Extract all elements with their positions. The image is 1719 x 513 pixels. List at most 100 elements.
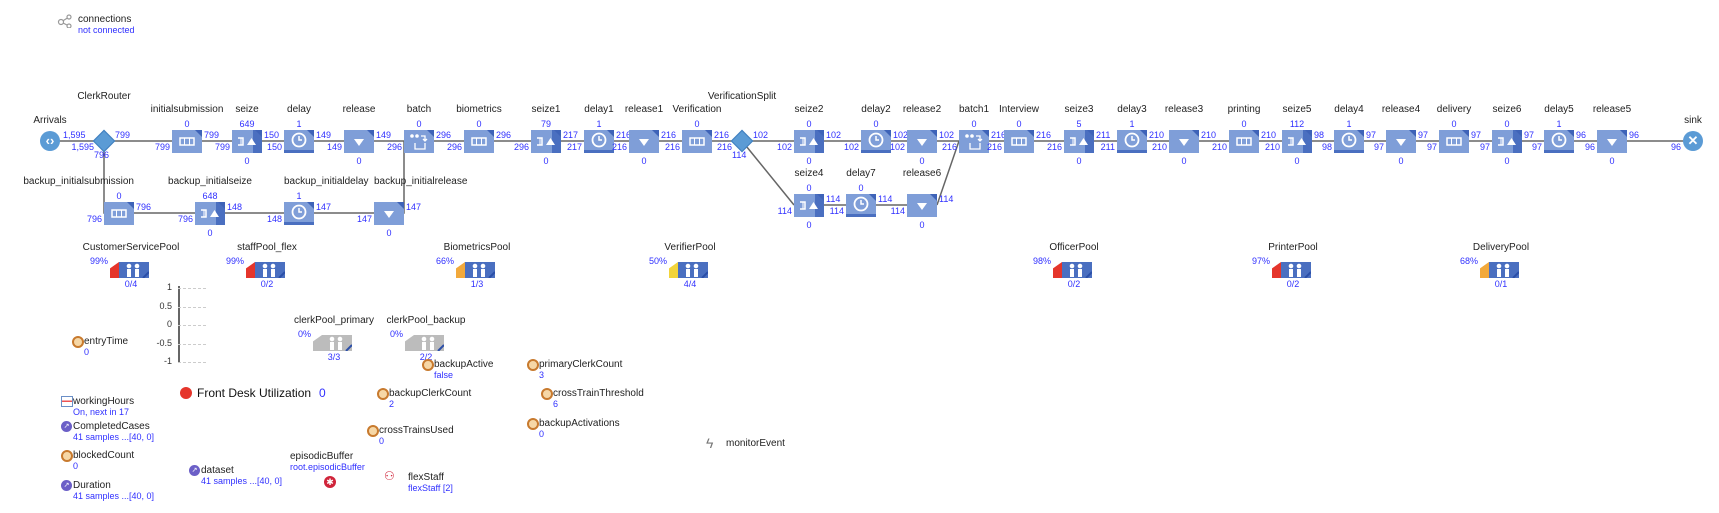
seize-block-icon[interactable] bbox=[531, 130, 561, 153]
resource-pool-icon[interactable] bbox=[246, 262, 286, 279]
queue-block-icon[interactable] bbox=[1004, 130, 1034, 153]
block-in-count: 210 bbox=[1151, 142, 1167, 152]
pool-label: CustomerServicePool bbox=[82, 242, 180, 253]
seize-block-icon[interactable] bbox=[1492, 130, 1522, 153]
release-block-icon[interactable] bbox=[1597, 130, 1627, 153]
resource-pool-icon[interactable] bbox=[669, 262, 709, 279]
block-in-count: 1,595 bbox=[71, 142, 94, 152]
utilization-color-dot bbox=[180, 387, 192, 399]
connections-status: not connected bbox=[78, 25, 135, 35]
block-out-count: 1,595 bbox=[63, 130, 86, 140]
block-out-count: 114 bbox=[826, 194, 841, 204]
block-in-count: 216 bbox=[1046, 142, 1062, 152]
seize-block-icon[interactable] bbox=[232, 130, 262, 153]
release-block-icon[interactable] bbox=[629, 130, 659, 153]
block-in-count: 216 bbox=[664, 142, 680, 152]
pool-label: staffPool_flex bbox=[237, 242, 297, 253]
delay-block-icon[interactable] bbox=[846, 194, 876, 217]
block-top-count: 1 bbox=[296, 119, 302, 129]
release-icon bbox=[639, 139, 649, 146]
queue-block-icon[interactable] bbox=[172, 130, 202, 153]
block-out-count: 296 bbox=[436, 130, 452, 140]
block-in-count: 97 bbox=[1373, 142, 1384, 152]
seize-block-icon[interactable] bbox=[1064, 130, 1094, 153]
block-top-count: 0 bbox=[1451, 119, 1457, 129]
queue-block-icon[interactable] bbox=[1439, 130, 1469, 153]
resource-pool-icon[interactable] bbox=[456, 262, 496, 279]
schedule-icon bbox=[61, 396, 73, 407]
release-block-icon[interactable] bbox=[1169, 130, 1199, 153]
delay-block-icon[interactable] bbox=[1117, 130, 1147, 153]
block-in-count: 97 bbox=[1531, 142, 1542, 152]
block-label: seize3 bbox=[1064, 104, 1094, 115]
block-label: release1 bbox=[624, 104, 664, 115]
block-in-count: 149 bbox=[326, 142, 342, 152]
variable-value: false bbox=[434, 370, 454, 380]
resource-pool-icon[interactable] bbox=[1053, 262, 1093, 279]
queue-block-icon[interactable] bbox=[464, 130, 494, 153]
release-icon bbox=[1607, 139, 1617, 146]
queue-block-icon[interactable] bbox=[104, 202, 134, 225]
delay-block-icon[interactable] bbox=[284, 202, 314, 225]
seize-block-icon[interactable] bbox=[794, 130, 824, 153]
block-label: backup_initialrelease bbox=[374, 176, 468, 187]
pool-utilization-pct: 66% bbox=[435, 256, 454, 266]
variable-value: 41 samples ...[40, 0] bbox=[73, 432, 155, 442]
seize-icon bbox=[800, 201, 818, 210]
block-bottom-count: 0 bbox=[356, 156, 362, 166]
pool-label: DeliveryPool bbox=[1472, 242, 1530, 253]
block-out-count: 102 bbox=[893, 130, 909, 140]
release-icon bbox=[1179, 139, 1189, 146]
pool-available-count: 0/4 bbox=[124, 279, 138, 289]
seize-icon bbox=[238, 137, 256, 146]
delay-block-icon[interactable] bbox=[584, 130, 614, 153]
source-icon[interactable]: ‹› bbox=[40, 131, 60, 151]
block-top-count: 0 bbox=[806, 183, 812, 193]
block-label: seize2 bbox=[794, 104, 824, 115]
block-bottom-count: 0 bbox=[806, 156, 812, 166]
seize-block-icon[interactable] bbox=[794, 194, 824, 217]
delay-block-icon[interactable] bbox=[1334, 130, 1364, 153]
batch-block-icon[interactable] bbox=[404, 130, 434, 153]
block-out-count: 96 bbox=[1576, 130, 1587, 140]
pool-utilization-pct: 99% bbox=[89, 256, 108, 266]
release-block-icon[interactable] bbox=[907, 130, 937, 153]
resource-pool-icon[interactable] bbox=[405, 335, 445, 352]
block-label: seize5 bbox=[1282, 104, 1312, 115]
sink-close-icon[interactable]: ✕ bbox=[1683, 131, 1703, 151]
utilization-wedge bbox=[456, 262, 465, 278]
delay-block-icon[interactable] bbox=[284, 130, 314, 153]
resource-pool-icon[interactable] bbox=[1480, 262, 1520, 279]
seize-block-icon[interactable] bbox=[1282, 130, 1312, 153]
people-icon bbox=[421, 336, 445, 352]
variable-value: On, next in 17 bbox=[73, 407, 130, 417]
block-out-count: 114 bbox=[939, 194, 954, 204]
release-block-icon[interactable] bbox=[907, 194, 937, 217]
queue-block-icon[interactable] bbox=[682, 130, 712, 153]
delay-block-icon[interactable] bbox=[861, 130, 891, 153]
resource-pool-icon[interactable] bbox=[1272, 262, 1312, 279]
block-out-count: 96 bbox=[1629, 130, 1640, 140]
variable-value: 3 bbox=[539, 370, 545, 380]
block-top-count: 5 bbox=[1076, 119, 1082, 129]
block-in-count: 296 bbox=[513, 142, 529, 152]
variable-value: flexStaff [2] bbox=[408, 483, 453, 493]
pool-utilization-pct: 0% bbox=[389, 329, 403, 339]
seize-block-icon[interactable] bbox=[195, 202, 225, 225]
variable-icon bbox=[527, 418, 539, 430]
block-in-count: 296 bbox=[386, 142, 402, 152]
block-bottom-count: 796 bbox=[94, 150, 110, 160]
batch-block-icon[interactable] bbox=[959, 130, 989, 153]
block-out-count: 102 bbox=[753, 130, 769, 140]
release-block-icon[interactable] bbox=[1386, 130, 1416, 153]
release-block-icon[interactable] bbox=[344, 130, 374, 153]
queue-block-icon[interactable] bbox=[1229, 130, 1259, 153]
delay-block-icon[interactable] bbox=[1544, 130, 1574, 153]
resource-pool-icon[interactable] bbox=[110, 262, 150, 279]
release-block-icon[interactable] bbox=[374, 202, 404, 225]
block-out-count: 216 bbox=[661, 130, 677, 140]
resource-pool-icon[interactable] bbox=[313, 335, 353, 352]
delay-icon bbox=[1551, 132, 1567, 148]
agent-population-icon: ⚇ bbox=[384, 469, 395, 483]
